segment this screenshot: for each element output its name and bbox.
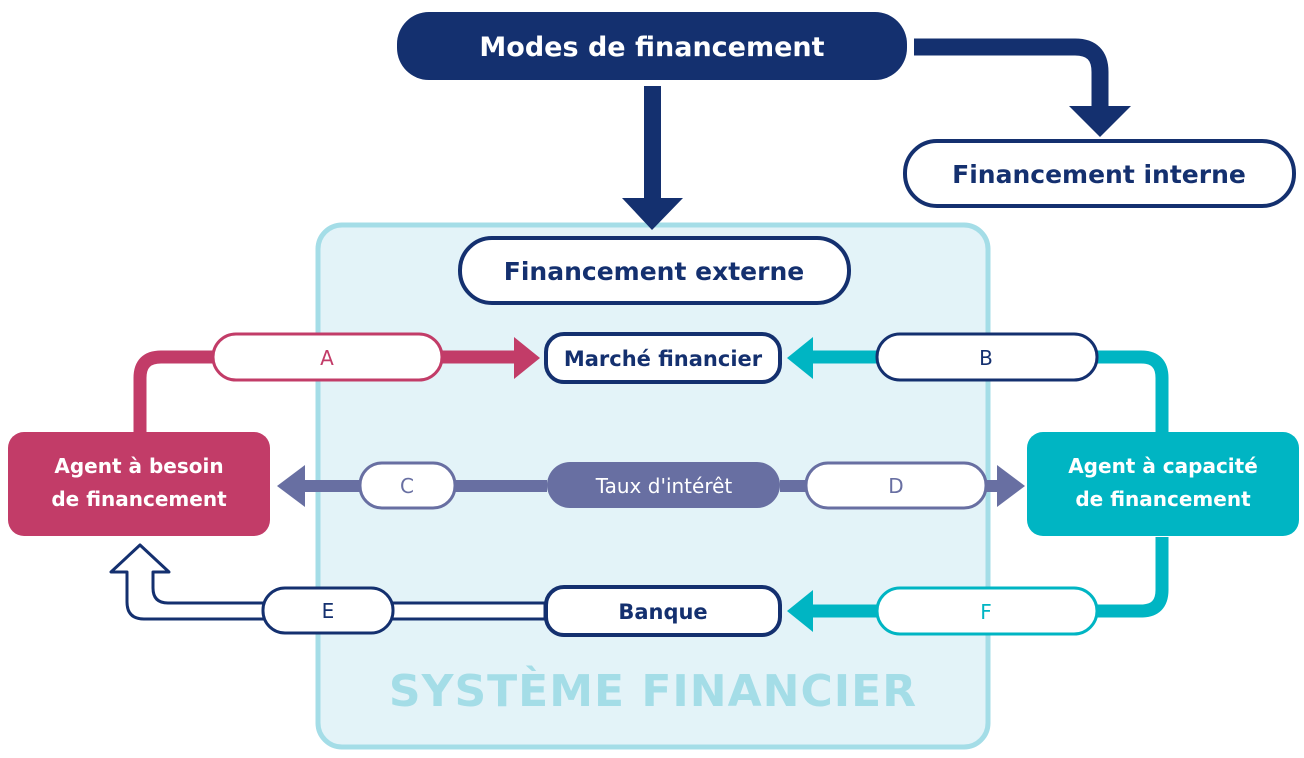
flow-d-pill xyxy=(804,461,988,510)
modes-title-box xyxy=(397,12,907,80)
external-financing-box xyxy=(458,236,851,305)
interest-rate-box xyxy=(547,462,780,508)
lender-agent-box xyxy=(1027,432,1299,536)
flow-b-label: B xyxy=(979,346,993,370)
financial-system-label: SYSTÈME FINANCIER xyxy=(389,664,917,717)
bank-label: Banque xyxy=(618,600,707,624)
flow-e-pill xyxy=(261,586,395,635)
arrow-modes-to-internal xyxy=(914,38,1131,137)
lender-agent-line1: Agent à capacité xyxy=(1068,454,1258,478)
financial-market-label: Marché financier xyxy=(564,347,763,371)
bank-box xyxy=(544,585,782,637)
financial-market-box xyxy=(544,332,782,384)
lender-agent-line2: de financement xyxy=(1075,487,1251,511)
flow-f-pill xyxy=(875,586,1099,636)
flow-a-label: A xyxy=(320,346,334,370)
flow-f-label: F xyxy=(980,600,992,624)
arrow-modes-to-external xyxy=(622,86,683,230)
borrower-agent-box xyxy=(8,432,270,536)
flow-a-connector xyxy=(133,337,540,432)
flow-b-connector xyxy=(787,337,1169,432)
internal-financing-box xyxy=(903,139,1296,208)
external-financing-label: Financement externe xyxy=(504,257,804,286)
flow-c-label: C xyxy=(400,474,414,498)
flow-c-pill xyxy=(358,461,457,510)
flow-d-label: D xyxy=(888,474,903,498)
flow-f-connector xyxy=(787,537,1169,632)
flow-b-pill xyxy=(875,332,1099,382)
flow-e-label: E xyxy=(322,599,335,623)
interest-rate-label: Taux d'intérêt xyxy=(595,474,733,498)
modes-title: Modes de financement xyxy=(479,32,824,63)
internal-financing-label: Financement interne xyxy=(952,160,1246,189)
flow-a-pill xyxy=(211,332,444,382)
borrower-agent-line2: de financement xyxy=(51,487,227,511)
borrower-agent-line1: Agent à besoin xyxy=(54,454,223,478)
